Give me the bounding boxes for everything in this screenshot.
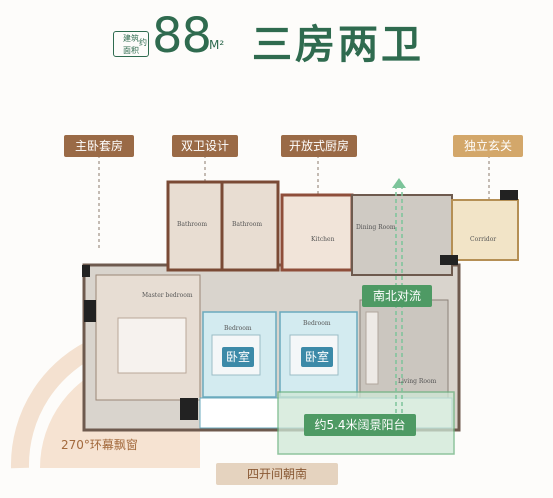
area-tag-line2: 面积 bbox=[123, 46, 139, 55]
room-dining: Dining Room bbox=[356, 224, 396, 231]
entrance-block bbox=[451, 199, 519, 261]
master-bed bbox=[117, 317, 187, 374]
bay-window-label: 270°环幕飘窗 bbox=[61, 438, 138, 452]
area-value: 88 bbox=[152, 8, 212, 64]
room-bedroom-2: Bedroom bbox=[303, 320, 331, 327]
bedroom-label-2: 卧室 bbox=[301, 347, 333, 367]
area-tag-side: 约 bbox=[139, 38, 147, 47]
callout-double-bath: 双卫设计 bbox=[172, 135, 238, 157]
balcony-label: 约5.4米阔景阳台 bbox=[304, 414, 416, 436]
page-title: 三房两卫 bbox=[252, 22, 424, 68]
area-unit: M² bbox=[209, 38, 225, 52]
room-kitchen: Kitchen bbox=[311, 236, 335, 243]
room-corridor: Corridor bbox=[470, 236, 497, 243]
callout-leaders bbox=[98, 155, 490, 250]
bedroom-label-1: 卧室 bbox=[222, 347, 254, 367]
room-bedroom-1: Bedroom bbox=[224, 325, 252, 332]
kitchen-block bbox=[280, 193, 354, 272]
callout-entrance: 独立玄关 bbox=[453, 135, 523, 157]
ventilation-label: 南北对流 bbox=[362, 285, 432, 307]
room-living: Living Room bbox=[398, 378, 437, 385]
room-bathroom-1: Bathroom bbox=[177, 221, 208, 228]
callout-master-suite: 主卧套房 bbox=[64, 135, 134, 157]
callout-open-kitchen: 开放式厨房 bbox=[281, 135, 357, 157]
room-bathroom-2: Bathroom bbox=[232, 221, 263, 228]
area-tag-line1: 建筑 bbox=[123, 34, 139, 43]
bottom-banner: 四开间朝南 bbox=[216, 463, 338, 485]
room-master-bedroom: Master bedroom bbox=[142, 292, 193, 299]
area-tag: 建筑 面积 bbox=[113, 31, 149, 57]
